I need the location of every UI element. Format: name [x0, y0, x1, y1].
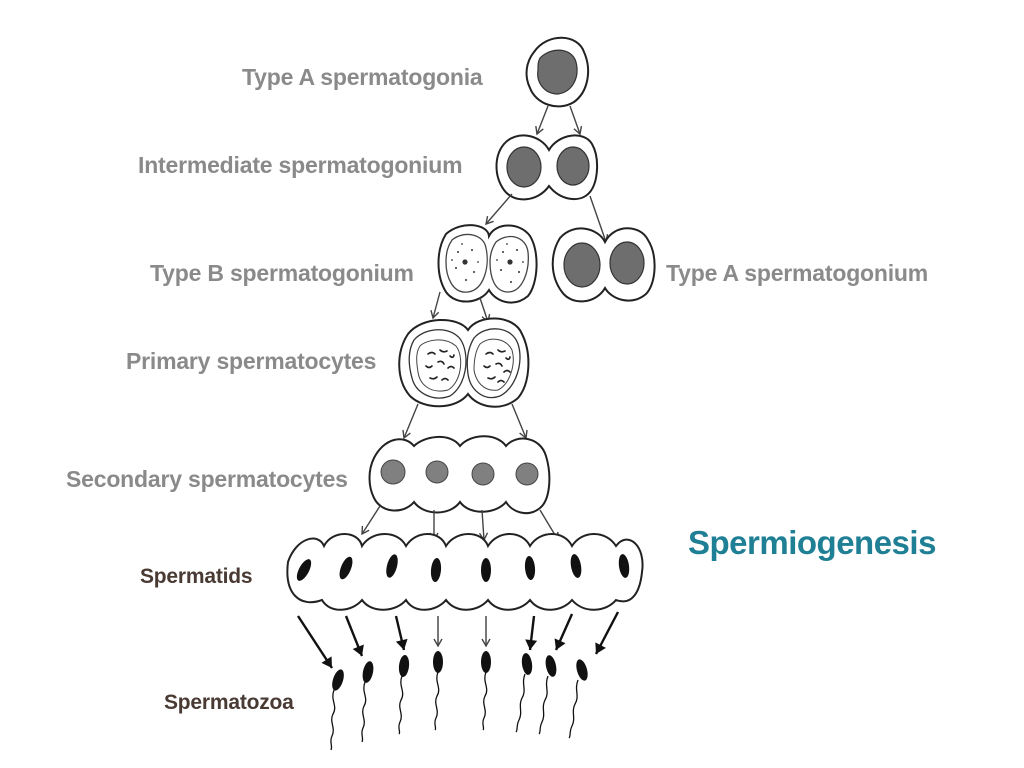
- spermatozoon: [538, 655, 557, 735]
- label-intermediate-spermatogonium: Intermediate spermatogonium: [138, 152, 463, 178]
- arrows-spermatids-to-spermatozoa: [296, 611, 620, 669]
- spermatozoon: [481, 651, 491, 731]
- label-secondary-spermatocytes: Secondary spermatocytes: [66, 466, 348, 492]
- label-type-a-spermatogonia: Type A spermatogonia: [242, 64, 483, 90]
- label-type-b-spermatogonium: Type B spermatogonium: [150, 260, 414, 286]
- type-a-spermatogonia-cell: [525, 36, 590, 108]
- arrows-intermediate-split: [485, 193, 609, 244]
- primary-spermatocytes-cells: [398, 317, 530, 408]
- type-b-spermatogonium-cells: [437, 224, 538, 304]
- spermatozoon: [515, 653, 533, 733]
- spermatozoon: [398, 655, 410, 735]
- arrows-primary-to-secondary: [402, 403, 528, 440]
- spermatozoon: [361, 661, 374, 743]
- spermatozoon: [568, 659, 588, 739]
- label-primary-spermatocytes: Primary spermatocytes: [126, 348, 377, 374]
- arrows-a-to-intermediate: [535, 105, 583, 136]
- secondary-spermatocytes-cells: [368, 435, 551, 515]
- intermediate-spermatogonium-cells: [495, 134, 598, 201]
- spermatozoa: [330, 651, 588, 751]
- label-spermatozoa: Spermatozoa: [164, 691, 294, 714]
- spermatozoon: [433, 651, 443, 731]
- type-a-spermatogonium-right-cells: [551, 227, 656, 303]
- arrows-b-to-primary: [430, 291, 491, 324]
- label-spermatids: Spermatids: [140, 565, 253, 588]
- label-type-a-spermatogonium-right: Type A spermatogonium: [666, 260, 929, 286]
- spermatozoon: [330, 669, 344, 751]
- label-spermiogenesis: Spermiogenesis: [688, 524, 936, 561]
- spermatids-cells: [286, 533, 644, 611]
